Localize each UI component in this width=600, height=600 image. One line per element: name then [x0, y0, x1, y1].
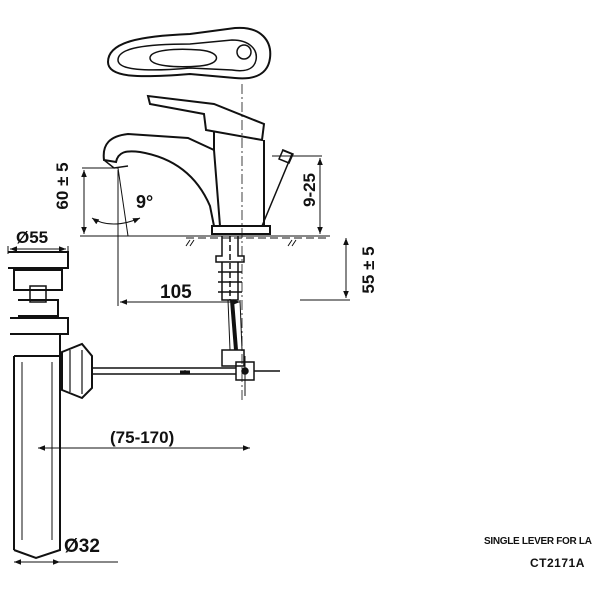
product-description: SINGLE LEVER FOR LA	[484, 536, 592, 547]
dimension-lines	[7, 155, 350, 565]
waste-assembly	[8, 251, 93, 560]
dim-reach: 105	[160, 282, 192, 303]
dim-rod-length: (75-170)	[110, 428, 174, 447]
dim-lever-travel: 9-25	[300, 173, 319, 207]
mounting-shank	[215, 236, 245, 367]
dim-waste-diameter: Ø55	[16, 228, 48, 247]
dim-body-depth: 55 ± 5	[359, 246, 378, 293]
faucet-side-view	[102, 94, 295, 235]
deck-line	[80, 235, 330, 247]
faucet-top-view	[106, 26, 272, 80]
popup-rod	[92, 356, 280, 396]
dim-spout-angle: 9°	[136, 192, 153, 212]
dim-spout-height: 60 ± 5	[53, 162, 72, 209]
product-model-code: CT2171A	[530, 556, 585, 570]
dim-tail-diameter: Ø32	[64, 536, 100, 557]
